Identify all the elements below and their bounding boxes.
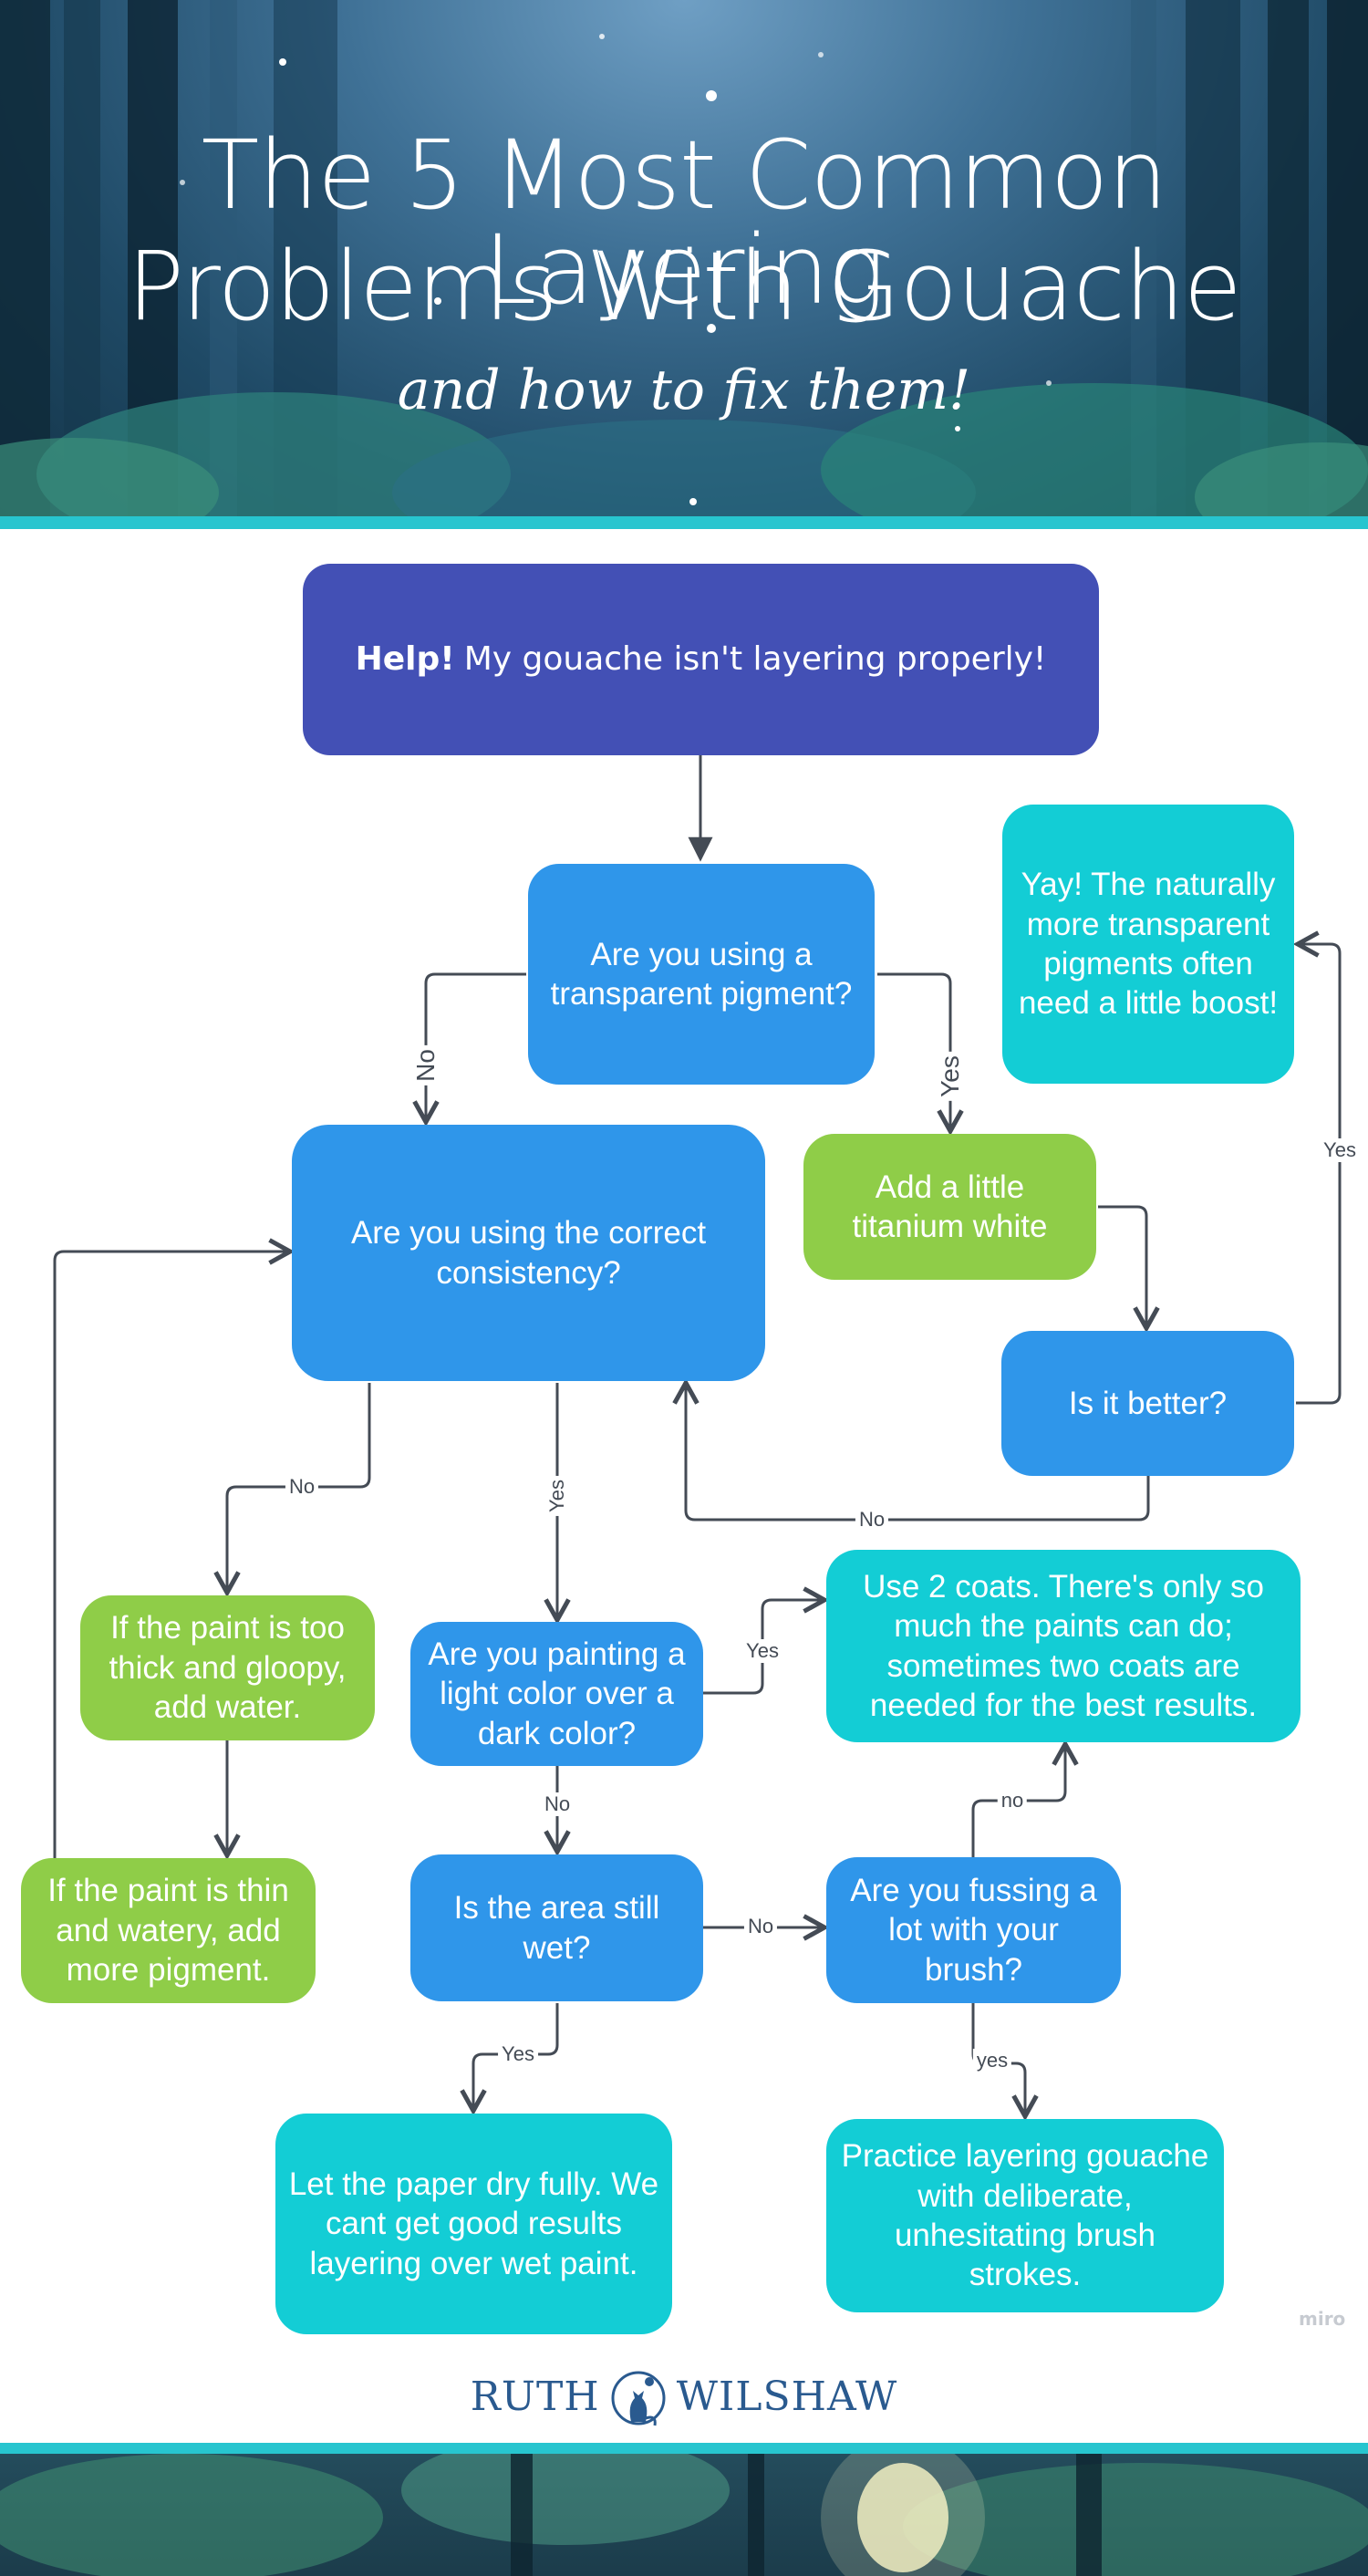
footer-divider-stripe: [0, 2443, 1368, 2454]
footer-banner: [0, 2454, 1368, 2576]
edge-better-no: [686, 1383, 1150, 1522]
edge-label-wet-yes: Yes: [498, 2042, 538, 2066]
header-banner: The 5 Most Common Layering Problems With…: [0, 0, 1368, 516]
question-fussing-brush: Are you fussing a lot with your brush?: [826, 1857, 1121, 2003]
logo-text-ruth: RUTH: [470, 2373, 600, 2420]
forest-background-illustration: [0, 0, 1368, 516]
fix-add-titanium-white: Add a little titanium white: [803, 1134, 1096, 1280]
edge-label-wet-no: No: [743, 1915, 778, 1938]
edge-label-light-yes: Yes: [742, 1639, 782, 1663]
question-transparent-pigment: Are you using a transparent pigment?: [528, 864, 875, 1085]
edge-label-fussing-no: no: [997, 1789, 1028, 1813]
forest-footer-illustration: [0, 2454, 1368, 2576]
edge-transparent-no: [426, 972, 526, 1122]
header-divider-stripe: [0, 516, 1368, 529]
page-subtitle: and how to fix them!: [397, 358, 971, 422]
edge-label-better-no: No: [855, 1508, 889, 1532]
edge-label-consistency-yes: Yes: [545, 1476, 569, 1516]
start-node-text: My gouache isn't layering properly!: [463, 639, 1047, 678]
start-node: Help!My gouache isn't layering properly!: [303, 564, 1099, 755]
logo-text-wilshaw: WILSHAW: [676, 2373, 898, 2420]
edge-label-light-no: No: [540, 1792, 575, 1816]
question-is-it-better: Is it better?: [1001, 1331, 1294, 1476]
answer-yay-transparent: Yay! The naturally more transparent pigm…: [1002, 805, 1294, 1084]
answer-use-two-coats: Use 2 coats. There's only so much the pa…: [826, 1550, 1301, 1742]
cat-moon-emblem-icon: [611, 2371, 666, 2426]
edge-transparent-yes: [877, 972, 950, 1131]
brand-logo: RUTH WILSHAW: [0, 2358, 1368, 2435]
page-title-line-2: Problems With Gouache: [127, 231, 1242, 342]
question-correct-consistency: Are you using the correct consistency?: [292, 1125, 765, 1381]
answer-practice-deliberate-strokes: Practice layering gouache with deliberat…: [826, 2119, 1224, 2312]
miro-watermark: miro: [1299, 2308, 1346, 2330]
edge-label-consistency-no: No: [285, 1475, 319, 1499]
edge-label-fussing-yes: yes: [972, 2049, 1012, 2072]
question-light-over-dark: Are you painting a light color over a da…: [410, 1622, 703, 1766]
edge-titanium-to-better: [1098, 1205, 1146, 1328]
fix-too-thick-add-water: If the paint is too thick and gloopy, ad…: [80, 1595, 375, 1740]
question-area-still-wet: Is the area still wet?: [410, 1854, 703, 2001]
edge-label-transparent-no: No: [411, 1045, 440, 1085]
edge-better-yes: [1296, 944, 1342, 1405]
edge-label-better-yes: Yes: [1320, 1138, 1360, 1162]
answer-let-paper-dry: Let the paper dry fully. We cant get goo…: [275, 2114, 672, 2334]
edge-label-transparent-yes: Yes: [936, 1052, 965, 1101]
edge-thin-to-consistency: [53, 1252, 290, 1859]
page-title-line-1: The 5 Most Common Layering: [201, 119, 1168, 326]
fix-too-thin-add-pigment: If the paint is thin and watery, add mor…: [21, 1858, 316, 2003]
start-node-emphasis: Help!: [355, 639, 455, 678]
